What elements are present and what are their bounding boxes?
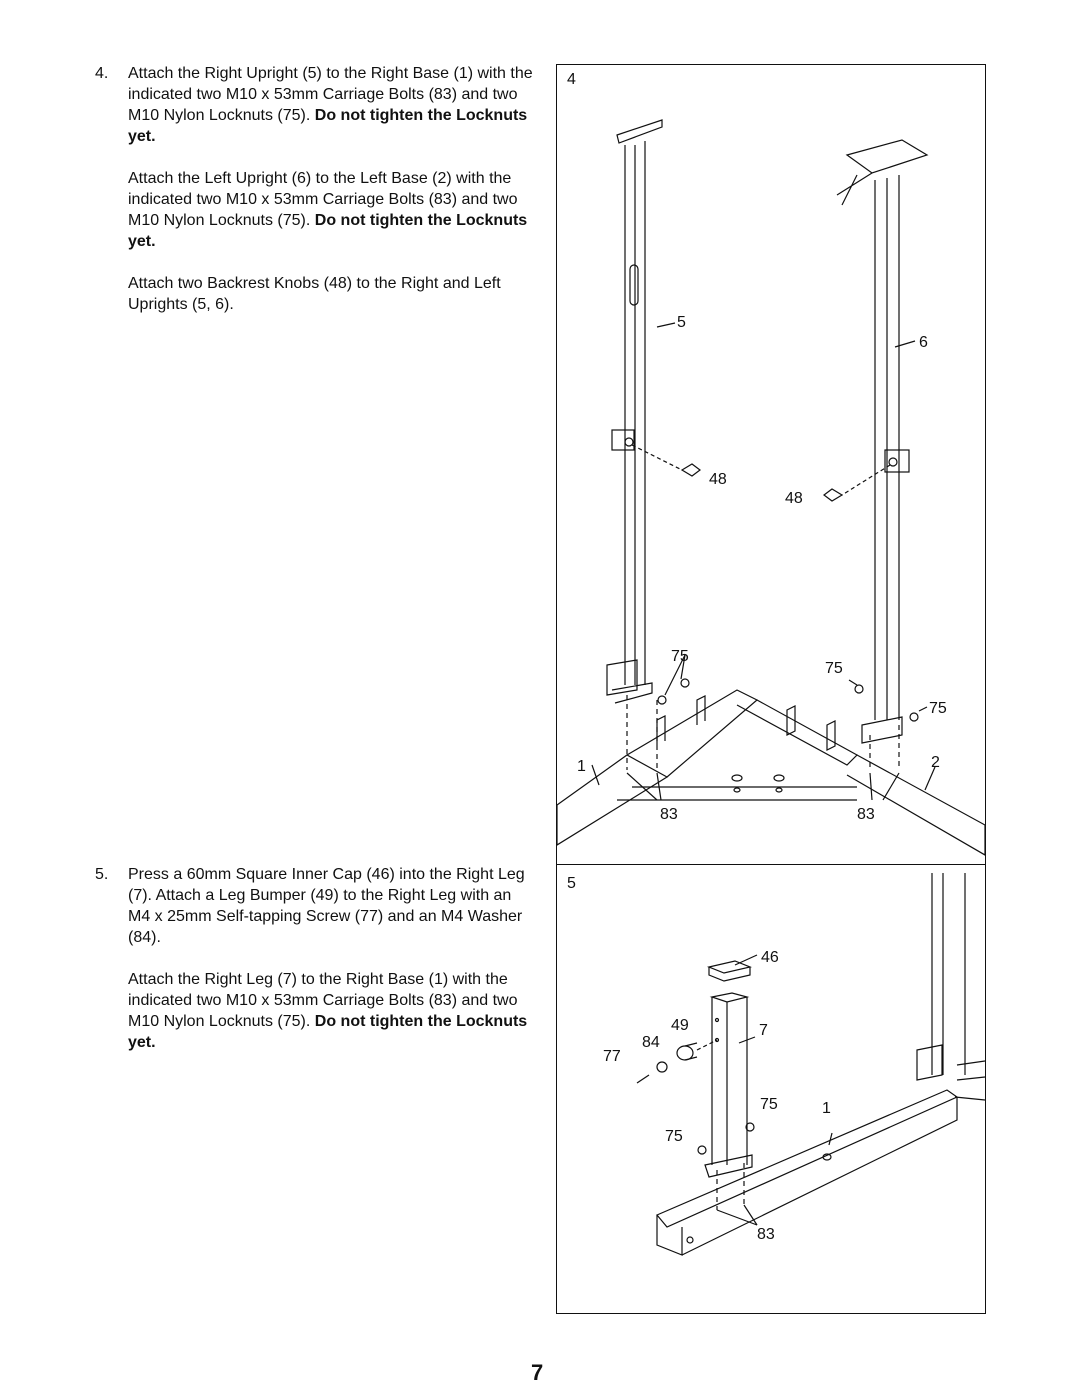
step-5-paragraph-2: Attach the Right Leg (7) to the Right Ba… <box>128 971 528 1051</box>
right-upright <box>606 119 663 704</box>
upright-partial <box>916 873 985 1101</box>
label-right-upright: 5 <box>677 314 686 331</box>
step-5-number: 5. <box>95 866 109 883</box>
step-4-paragraph-2: Attach the Left Upright (6) to the Left … <box>128 170 528 250</box>
label-leg-bumper: 49 <box>671 1017 689 1034</box>
backrest-knobs <box>631 444 891 502</box>
label-nut-left-b: 75 <box>929 700 947 717</box>
figure-5-step-number: 5 <box>567 875 576 892</box>
step-4-paragraph-3: Attach two Backrest Knobs (48) to the Ri… <box>128 275 501 313</box>
locknuts-and-bolts <box>697 1122 755 1210</box>
label-washer: 84 <box>642 1034 660 1051</box>
locknuts <box>657 678 919 722</box>
figure-4-panel: 4 <box>556 64 986 865</box>
label-right-base-5: 1 <box>822 1100 831 1117</box>
figure-5-drawing: 46 49 7 84 77 75 75 1 83 <box>603 873 985 1256</box>
label-nut-a: 75 <box>760 1096 778 1113</box>
label-inner-cap: 46 <box>761 949 779 966</box>
step-5-warning: Do not tighten the Locknuts yet. <box>128 1013 528 1051</box>
inner-cap <box>706 960 753 982</box>
label-left-upright: 6 <box>919 334 928 351</box>
step-4-warning-1: Do not tighten the Locknuts yet. <box>128 107 528 145</box>
step-4-number: 4. <box>95 65 109 82</box>
step-5-instructions: 5. Press a 60mm Square Inner Cap (46) in… <box>95 864 535 1053</box>
leader-lines-5 <box>716 954 833 1226</box>
label-knob-right: 48 <box>709 471 727 488</box>
label-bolt-right: 83 <box>660 806 678 823</box>
label-knob-left: 48 <box>785 490 803 507</box>
label-bolt-left: 83 <box>857 806 875 823</box>
right-base <box>656 1089 959 1256</box>
label-right-leg: 7 <box>759 1022 768 1039</box>
label-nut-right: 75 <box>671 648 689 665</box>
figure-4-drawing: 5 6 48 48 75 75 75 1 2 83 83 <box>557 119 985 856</box>
step-4-warning-2: Do not tighten the Locknuts yet. <box>128 212 528 250</box>
figure-4-step-number: 4 <box>567 71 576 88</box>
label-left-base: 2 <box>931 754 940 771</box>
left-upright <box>836 139 929 744</box>
carriage-bolts <box>626 695 900 770</box>
label-screw: 77 <box>603 1048 621 1065</box>
label-right-base: 1 <box>577 758 586 775</box>
step-4-instructions: 4. Attach the Right Upright (5) to the R… <box>95 63 535 315</box>
label-nut-b: 75 <box>665 1128 683 1145</box>
page-number: 7 <box>531 1360 544 1385</box>
leader-lines <box>591 322 936 801</box>
right-leg <box>704 992 753 1178</box>
step-4-paragraph-1: Attach the Right Upright (5) to the Righ… <box>128 65 533 145</box>
leg-bumper-assembly <box>636 1039 718 1084</box>
figure-5-panel: 5 <box>556 864 986 1314</box>
label-bolts: 83 <box>757 1226 775 1243</box>
base-frame <box>557 689 985 856</box>
step-5-paragraph-1: Press a 60mm Square Inner Cap (46) into … <box>128 866 525 946</box>
label-nut-left-a: 75 <box>825 660 843 677</box>
